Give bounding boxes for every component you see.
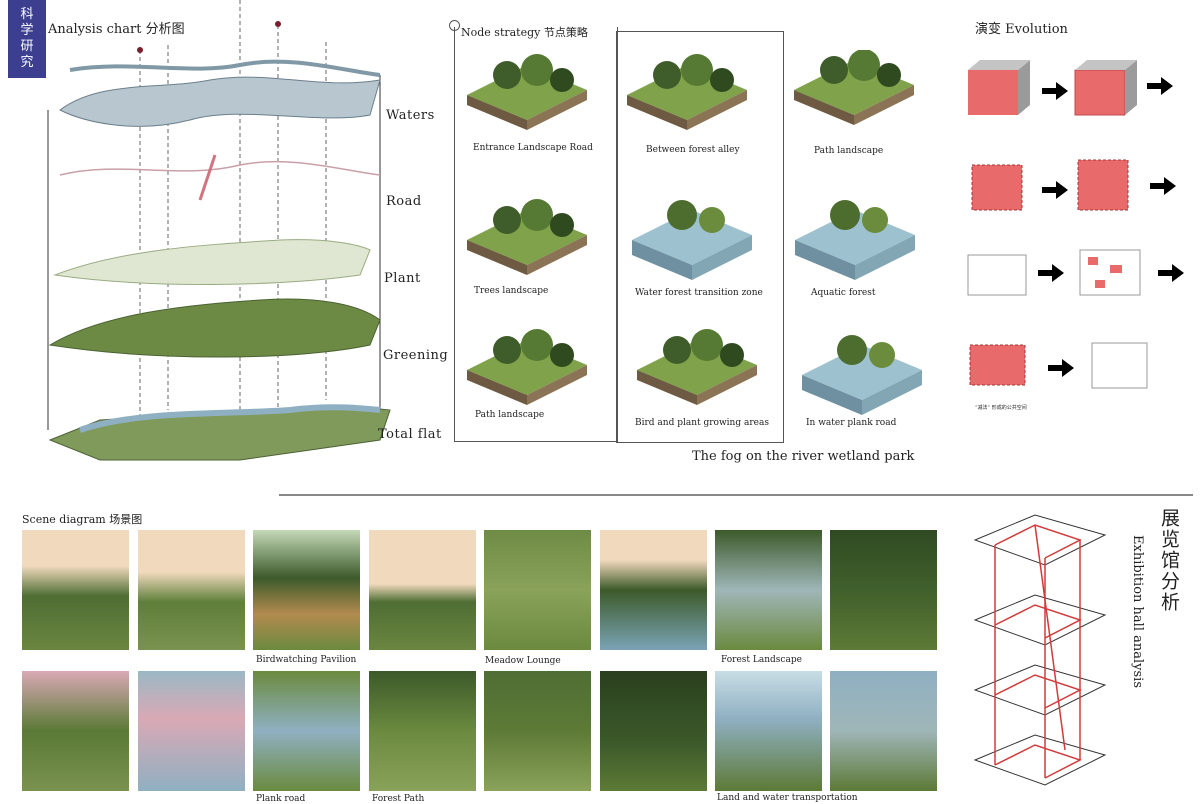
node-caption: Bird and plant growing areas [635, 418, 769, 428]
node-caption: Path landscape [475, 410, 545, 420]
node-caption: Trees landscape [474, 286, 549, 296]
node-panel-2 [616, 31, 784, 443]
scene-caption: Birdwatching Pavilion [256, 655, 357, 665]
node-caption: Between forest alley [646, 145, 740, 155]
node-caption: Path landscape [814, 146, 884, 156]
layer-label-total-flat: Total flat [378, 427, 442, 442]
scene-image [369, 530, 476, 650]
node-panel-1 [454, 27, 618, 442]
scene-image [484, 530, 591, 650]
scene-image [830, 671, 937, 791]
evolution-diagram [967, 60, 1184, 389]
evolution-title: 演变 Evolution [975, 22, 1068, 37]
scene-image [600, 530, 707, 650]
layer-label-waters: Waters [386, 108, 435, 123]
scene-image [715, 671, 822, 791]
layer-label-greening: Greening [383, 348, 449, 363]
layer-diagram [47, 0, 391, 461]
section-divider [279, 494, 1193, 496]
layer-label-road: Road [386, 194, 422, 209]
scene-caption: Land and water transportation [717, 793, 858, 803]
analysis-title: Analysis chart 分析图 [48, 22, 185, 37]
scene-image [22, 530, 129, 650]
evolution-caption: “减法” 形成的公共空间 [975, 405, 1027, 411]
badge-char: 研 [20, 39, 34, 54]
scene-image [715, 530, 822, 650]
scene-image [600, 671, 707, 791]
park-title: The fog on the river wetland park [692, 449, 915, 464]
scene-image [253, 530, 360, 650]
node-blocks [467, 50, 922, 415]
node-strategy-title: Node strategy 节点策略 [461, 26, 588, 39]
scene-image [253, 671, 360, 791]
scene-image [22, 671, 129, 791]
scene-title: Scene diagram 场景图 [22, 513, 143, 526]
scene-image [830, 530, 937, 650]
node-caption: Entrance Landscape Road [473, 143, 593, 153]
layer-label-plant: Plant [384, 271, 421, 286]
badge-char: 科 [20, 7, 34, 22]
scene-image [138, 530, 245, 650]
scene-caption: Plank road [256, 794, 306, 804]
scene-caption: Meadow Lounge [485, 656, 561, 666]
exhibition-title-cn: 展览馆分析 [1158, 508, 1180, 613]
scene-image [484, 671, 591, 791]
scene-image [369, 671, 476, 791]
scene-image [138, 671, 245, 791]
scene-caption: Forest Path [372, 794, 425, 804]
node-caption: In water plank road [806, 418, 897, 428]
badge-char: 学 [20, 23, 34, 38]
node-caption: Aquatic forest [811, 288, 876, 298]
scene-caption: Forest Landscape [721, 655, 802, 665]
category-badge: 科 学 研 究 [8, 0, 46, 78]
exhibition-diagram [973, 514, 1107, 786]
exhibition-title-en: Exhibition hall analysis [1130, 535, 1145, 688]
badge-char: 究 [20, 55, 34, 70]
node-caption: Water forest transition zone [635, 288, 763, 298]
